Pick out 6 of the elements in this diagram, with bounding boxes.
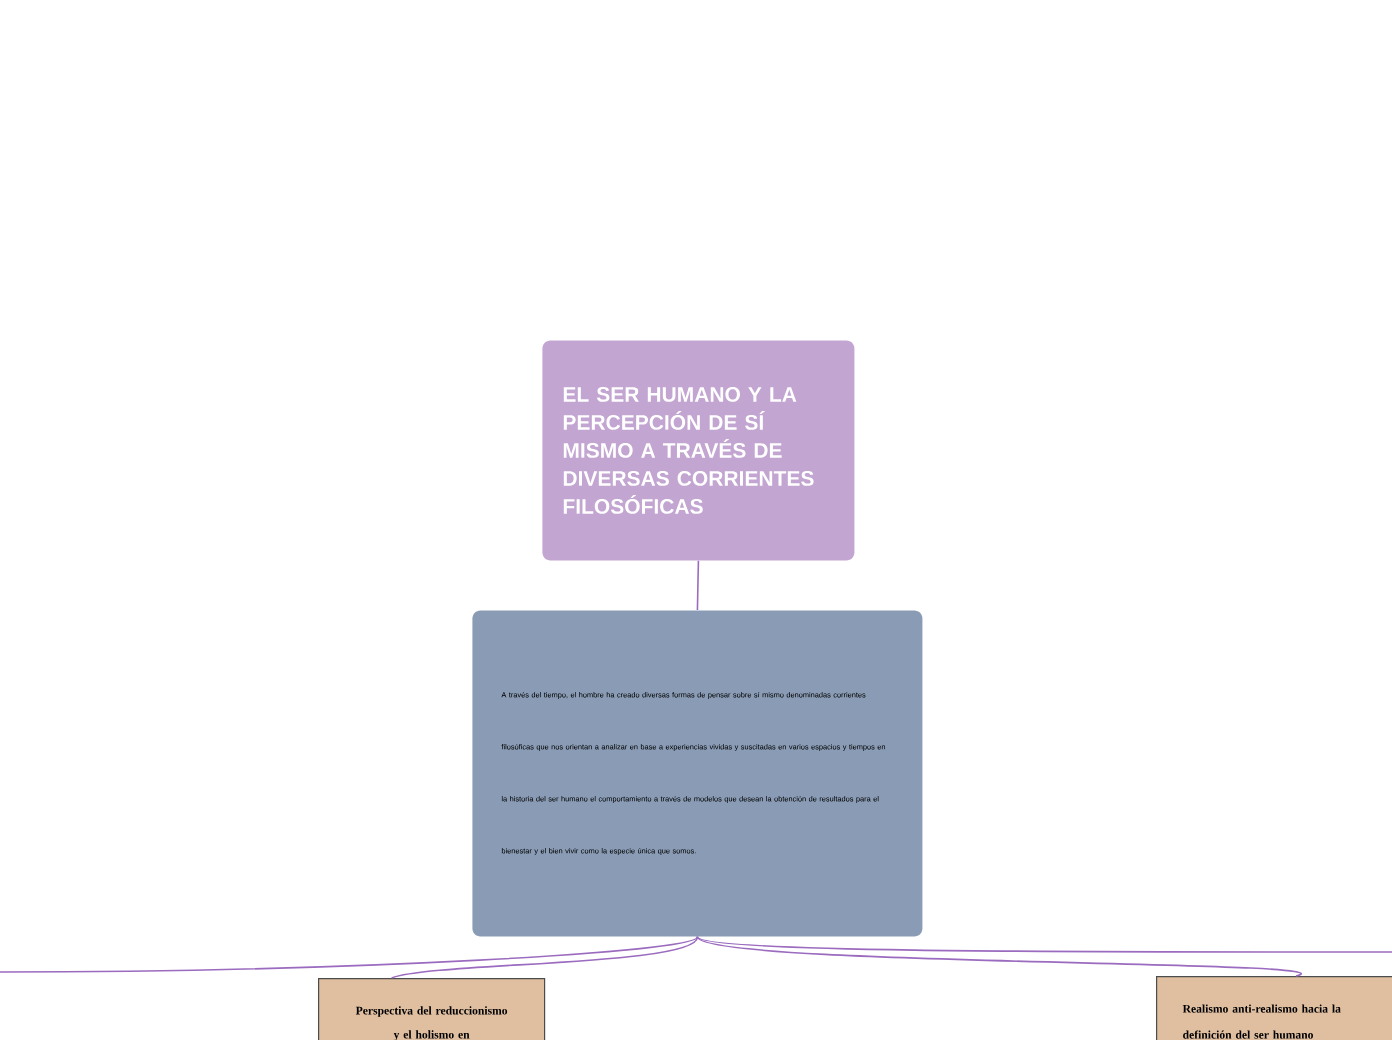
- connector-line: [390, 936, 699, 979]
- connector-line: [696, 936, 1300, 977]
- connector-line: [696, 936, 1392, 953]
- connector-line: [0, 936, 699, 973]
- connector-line: [696, 560, 700, 611]
- title-box: EL SER HUMANO Y LA PERCEPCIÓN DE SÍ MISMO A TRAVÉS DE DIVERSAS CORRIENTES FILOSÓFICAS: [542, 340, 855, 561]
